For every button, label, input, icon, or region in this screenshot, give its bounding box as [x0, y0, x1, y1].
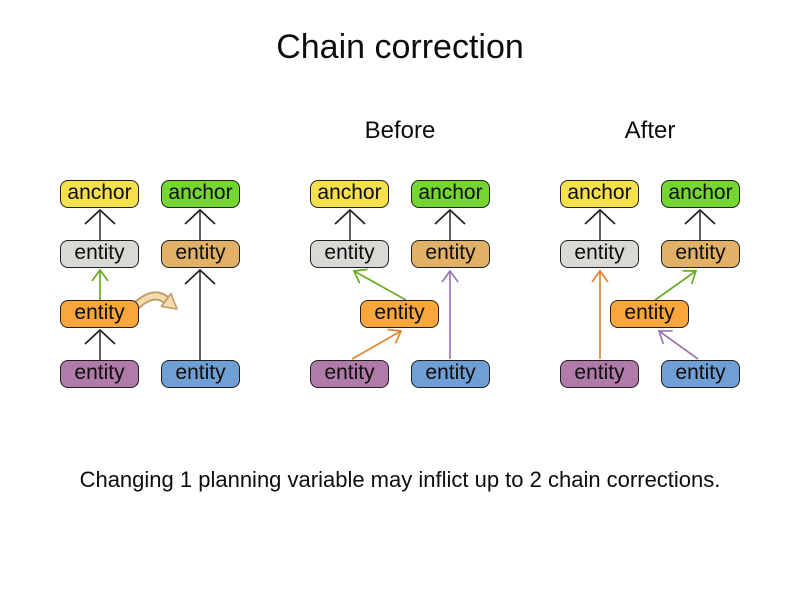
node-entity-purple: entity — [560, 360, 639, 388]
node-entity-blue: entity — [661, 360, 740, 388]
page-title: Chain correction — [276, 28, 524, 66]
node-entity-purple: entity — [310, 360, 389, 388]
node-anchor-yellow: anchor — [310, 180, 389, 208]
node-anchor-green: anchor — [161, 180, 240, 208]
heading-before: Before — [364, 117, 436, 144]
node-anchor-green: anchor — [411, 180, 490, 208]
node-entity-tan: entity — [661, 240, 740, 268]
node-entity-blue: entity — [161, 360, 240, 388]
node-entity-tan: entity — [161, 240, 240, 268]
arrows-group-before — [334, 208, 466, 360]
node-anchor-yellow: anchor — [60, 180, 139, 208]
node-entity-purple: entity — [60, 360, 139, 388]
node-entity-gray: entity — [310, 240, 389, 268]
node-anchor-yellow: anchor — [560, 180, 639, 208]
node-entity-orange: entity — [610, 300, 689, 328]
arrows-group-initial — [84, 208, 216, 360]
node-entity-gray: entity — [560, 240, 639, 268]
caption-text: Changing 1 planning variable may inflict… — [79, 467, 721, 492]
node-entity-blue: entity — [411, 360, 490, 388]
heading-after: After — [624, 117, 676, 144]
node-entity-orange: entity — [60, 300, 139, 328]
node-entity-tan: entity — [411, 240, 490, 268]
arrows-group-after — [584, 208, 716, 360]
node-entity-orange: entity — [360, 300, 439, 328]
node-anchor-green: anchor — [661, 180, 740, 208]
node-entity-gray: entity — [60, 240, 139, 268]
